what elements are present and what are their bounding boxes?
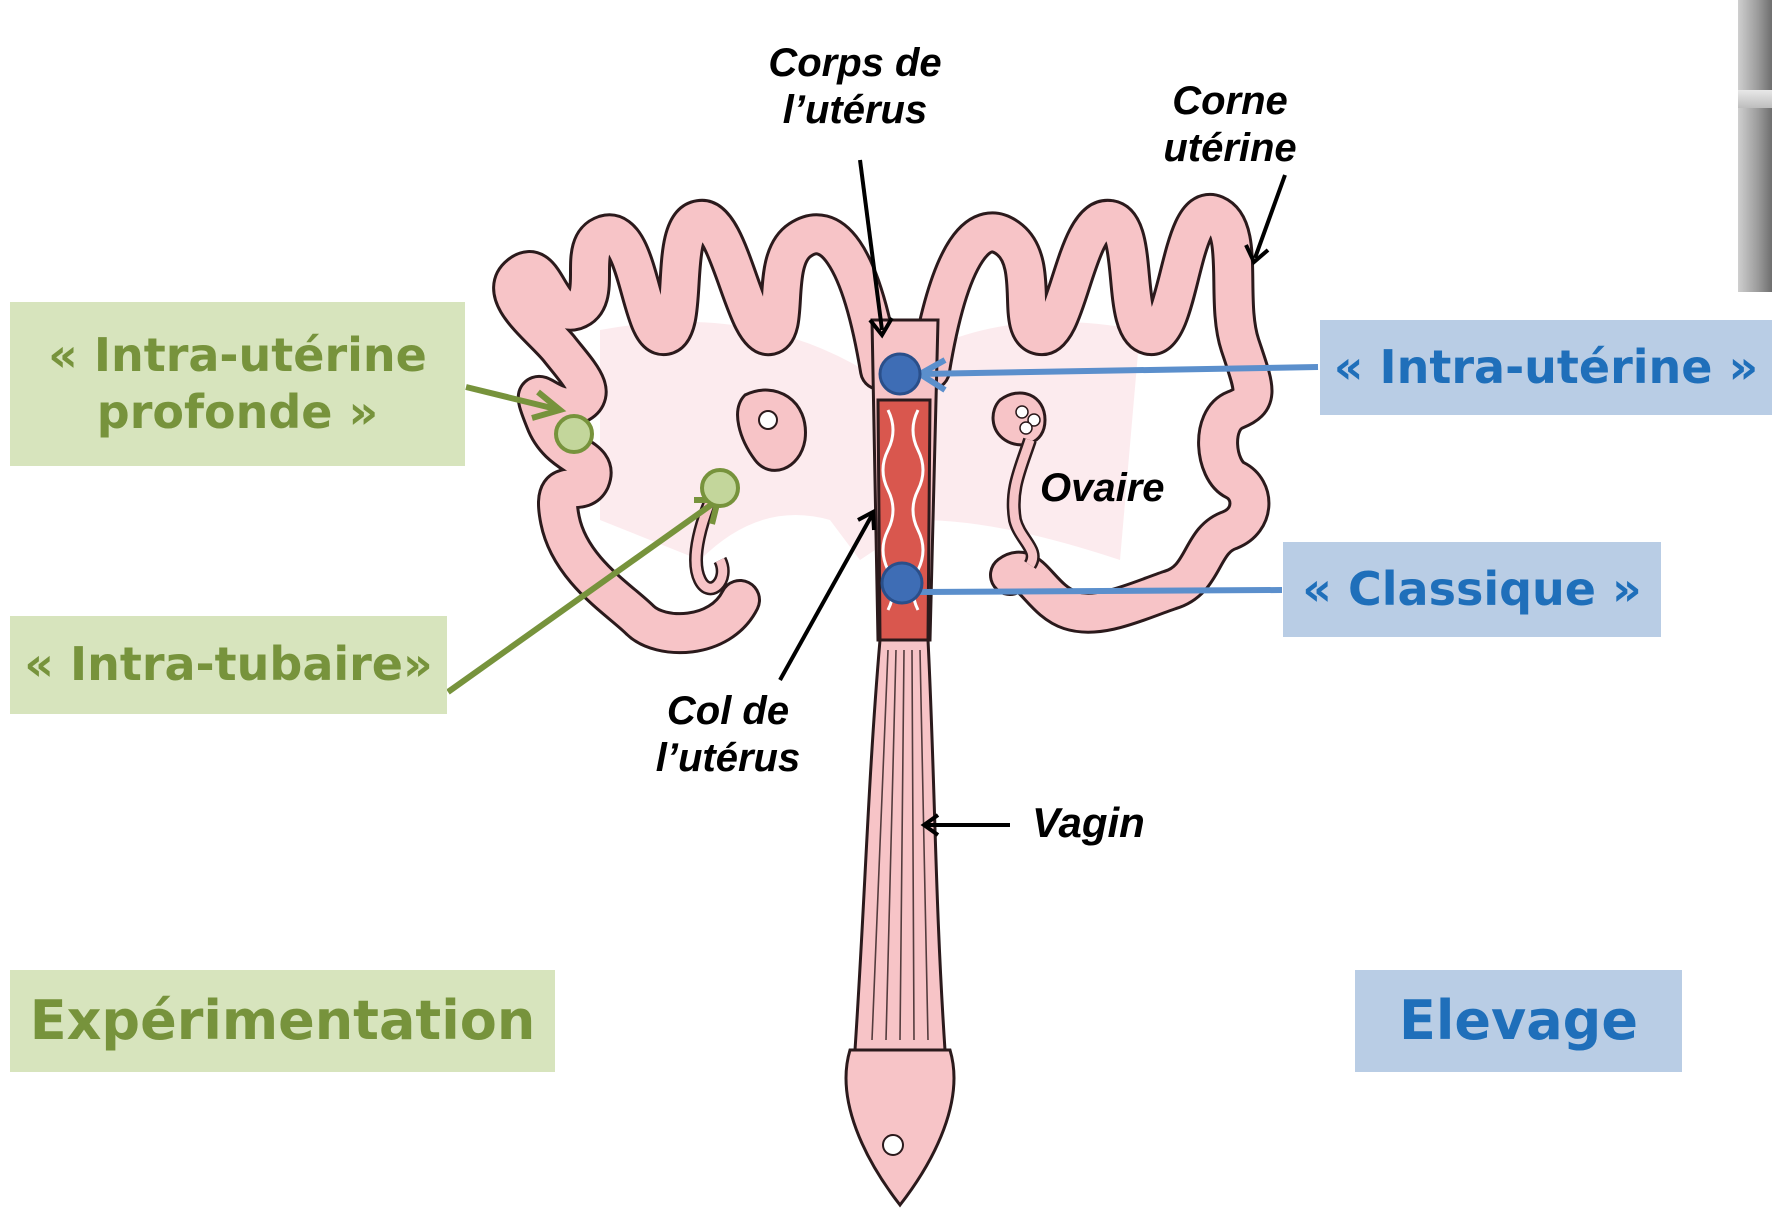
- injection-point-intra-uterine-profonde: [556, 416, 592, 452]
- intra-uterine-box: « Intra-utérine »: [1320, 320, 1772, 415]
- label-vagin: Vagin: [1032, 798, 1172, 848]
- intra-tubaire-label: « Intra-tubaire»: [24, 636, 432, 694]
- label-corps-uterus: Corps de l’utérus: [740, 40, 970, 134]
- right-ovary-follicle: [1020, 422, 1032, 434]
- cropped-photo: [1738, 0, 1772, 292]
- left-ovary-follicle: [759, 411, 777, 429]
- intra-uterine-label: « Intra-utérine »: [1334, 339, 1758, 397]
- experimentation-box: Expérimentation: [10, 970, 555, 1072]
- vulva: [846, 1050, 954, 1205]
- elevage-box: Elevage: [1355, 970, 1682, 1072]
- classique-box: « Classique »: [1283, 542, 1661, 637]
- injection-point-classique: [882, 563, 922, 603]
- arrow-corne: [1255, 175, 1285, 258]
- label-corne-uterine: Corne utérine: [1140, 78, 1320, 172]
- arrow-col: [780, 515, 872, 680]
- right-ovary-follicle: [1016, 406, 1028, 418]
- experimentation-title: Expérimentation: [30, 987, 536, 1055]
- intra-uterine-profonde-label: « Intra-utérine profonde »: [48, 327, 427, 442]
- label-col-uterus: Col de l’utérus: [628, 688, 828, 782]
- connector-classique: [920, 590, 1282, 592]
- intra-tubaire-box: « Intra-tubaire»: [10, 616, 447, 714]
- injection-point-intra-tubaire: [702, 470, 738, 506]
- label-ovaire: Ovaire: [1040, 465, 1200, 512]
- urethral-opening: [883, 1135, 903, 1155]
- injection-point-intra-uterine: [880, 354, 920, 394]
- classique-label: « Classique »: [1302, 561, 1641, 619]
- elevage-title: Elevage: [1399, 987, 1638, 1055]
- intra-uterine-profonde-box: « Intra-utérine profonde »: [10, 302, 465, 466]
